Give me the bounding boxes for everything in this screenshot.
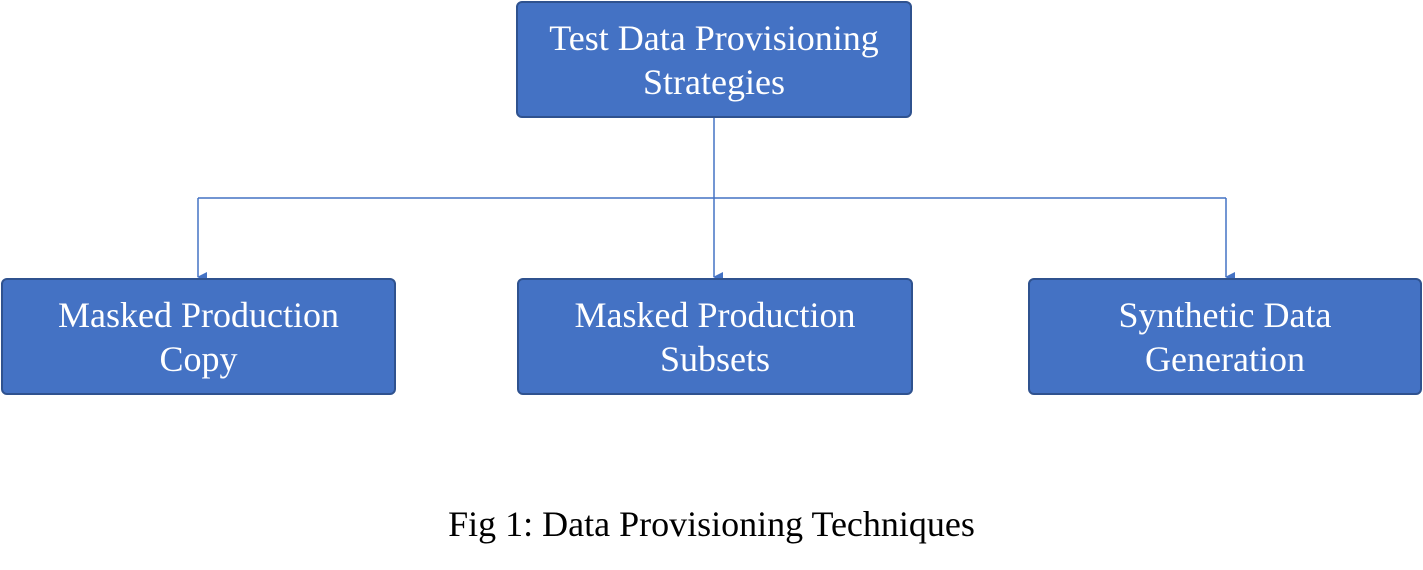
figure-caption: Fig 1: Data Provisioning Techniques — [448, 504, 975, 544]
child-1-label-line1: Masked Production — [58, 294, 339, 335]
child-node-3-text: Synthetic Data Generation — [1119, 293, 1332, 381]
child-3-label-line1: Synthetic Data — [1118, 294, 1332, 335]
root-label-line2: Strategies — [643, 61, 785, 102]
child-node-masked-production-subsets: Masked Production Subsets — [517, 278, 913, 395]
child-2-label-line1: Masked Production — [574, 294, 856, 335]
root-node-text: Test Data Provisioning Strategies — [549, 16, 878, 104]
child-1-label-line2: Copy — [159, 338, 238, 379]
root-node: Test Data Provisioning Strategies — [516, 1, 912, 118]
child-2-label-line2: Subsets — [659, 338, 771, 379]
child-3-label-line2: Generation — [1145, 338, 1305, 379]
child-node-masked-production-copy: Masked Production Copy — [1, 278, 396, 395]
child-node-1-text: Masked Production Copy — [58, 293, 339, 381]
child-node-2-text: Masked Production Subsets — [575, 293, 856, 381]
root-label-line1: Test Data Provisioning — [549, 17, 879, 58]
child-node-synthetic-data-generation: Synthetic Data Generation — [1028, 278, 1422, 395]
